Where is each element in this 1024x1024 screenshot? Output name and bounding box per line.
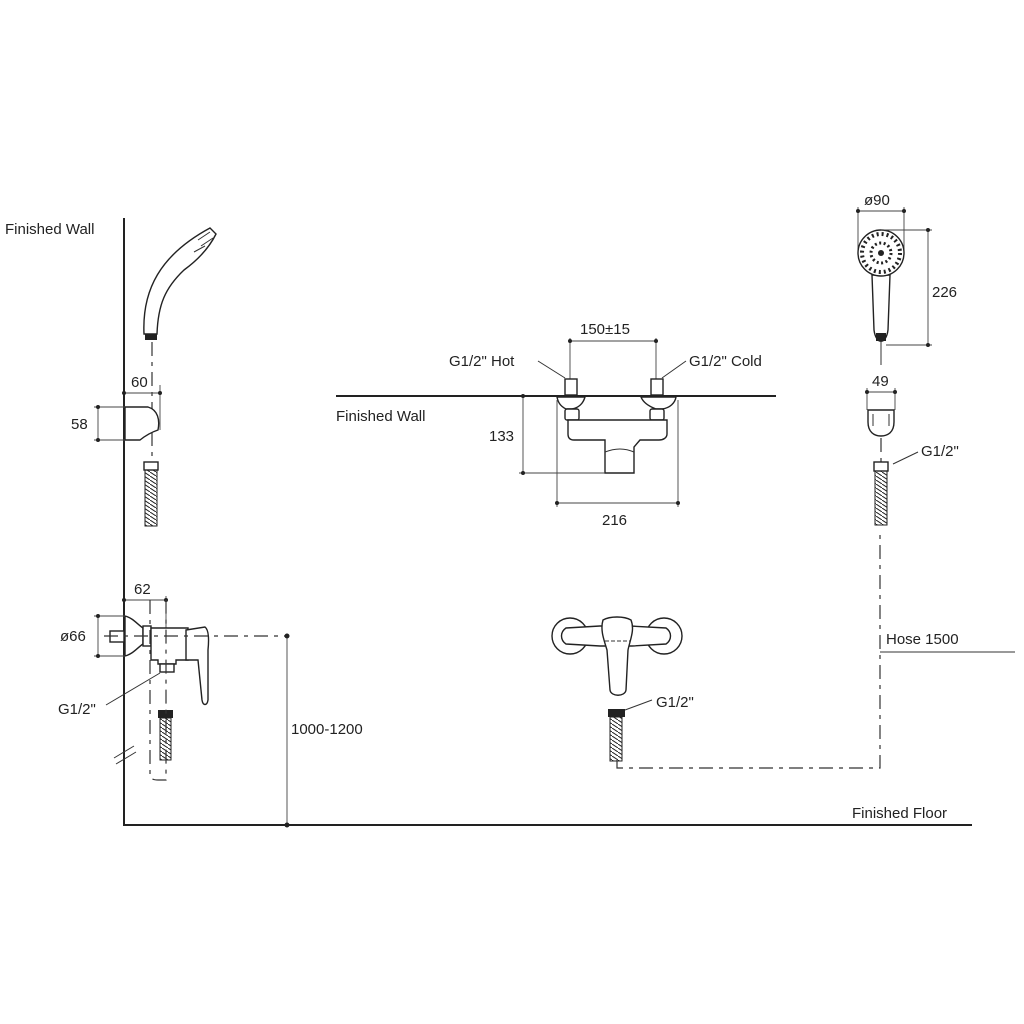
hose-upper-left (143, 461, 159, 527)
finished-wall-label-left: Finished Wall (5, 221, 94, 238)
finished-wall-label-top: Finished Wall (336, 408, 425, 425)
dim-valve-projection (519, 394, 605, 475)
valve-top-view (556, 378, 677, 474)
leader-line (105, 672, 161, 706)
holder-height-value: 58 (71, 416, 88, 433)
dim-head-dia (856, 207, 906, 250)
leader-line (892, 451, 919, 465)
front-outlet-label: G1/2" (656, 694, 694, 711)
hot-inlet-label: G1/2" Hot (449, 353, 515, 370)
valve-projection-value: 133 (489, 428, 514, 445)
side-outlet-label: G1/2" (58, 701, 96, 718)
handshower-front-view (857, 229, 905, 342)
break-mark (113, 745, 137, 765)
holder-depth-value: 60 (131, 374, 148, 391)
dim-inlet-spacing (568, 338, 658, 380)
head-dia-value: ø90 (864, 192, 890, 209)
hose-upper-right (873, 461, 889, 526)
leader-line (661, 360, 687, 379)
dim-escutcheon-dia (94, 614, 125, 658)
dim-mounting-height (284, 633, 290, 828)
dim-valve-width (555, 400, 680, 507)
finished-floor-label: Finished Floor (852, 805, 947, 822)
holder-detail (872, 414, 890, 426)
mounting-height-value: 1000-1200 (291, 721, 363, 738)
dim-handshower-length (881, 228, 932, 347)
wall-holder (124, 406, 160, 441)
valve-side-view (109, 615, 210, 706)
handshower-side-view (143, 227, 217, 340)
cold-inlet-label: G1/2" Cold (689, 353, 762, 370)
holder-width-value: 49 (872, 373, 889, 390)
dim-holder-depth (122, 385, 162, 430)
inlet-spacing-value: 150±15 (580, 321, 630, 338)
hose-routing (616, 530, 881, 769)
handshower-length-value: 226 (932, 284, 957, 301)
hose-length-label: Hose 1500 (886, 631, 959, 648)
dim-holder-width (865, 388, 897, 410)
dim-holder-height (94, 405, 125, 442)
valve-width-value: 216 (602, 512, 627, 529)
valve-depth-value: 62 (134, 581, 151, 598)
wall-holder-front (867, 409, 895, 437)
leader-line (624, 699, 653, 711)
handshower-inlet-label: G1/2" (921, 443, 959, 460)
valve-front-view (551, 616, 683, 762)
escutcheon-dia-value: ø66 (60, 628, 86, 645)
leader-line (537, 360, 566, 379)
hose-path (149, 600, 167, 781)
